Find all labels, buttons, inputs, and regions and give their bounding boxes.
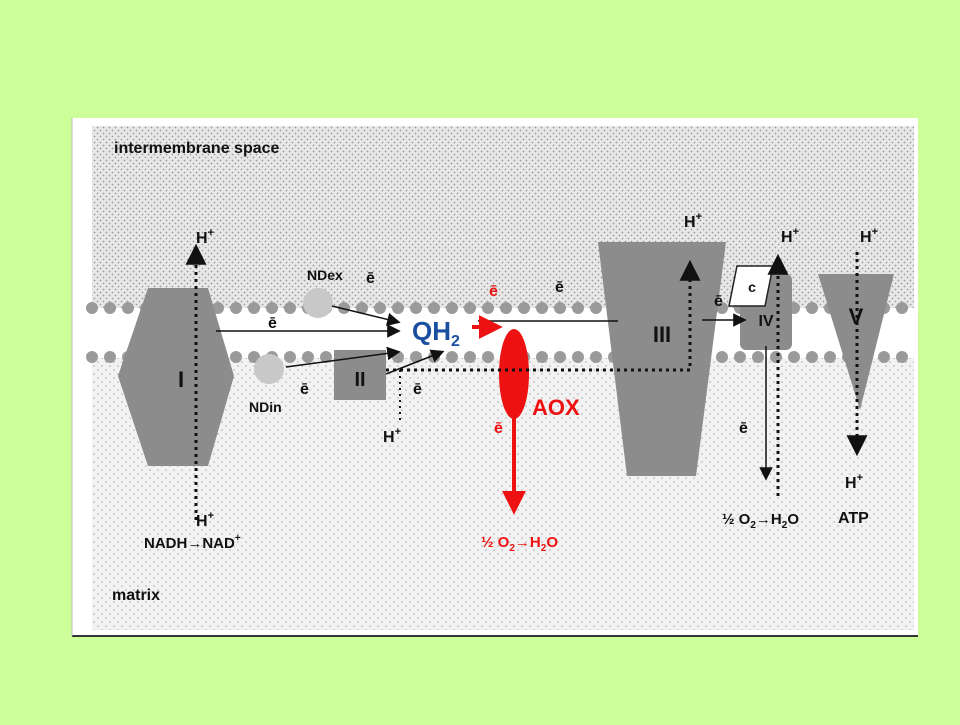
lipid-head xyxy=(536,351,548,363)
electron-label-iii-to-iv: ē xyxy=(714,293,723,310)
lipid-head xyxy=(716,351,728,363)
complex-i-shape xyxy=(118,288,234,466)
atp-label: ATP xyxy=(838,510,869,527)
lipid-head xyxy=(536,302,548,314)
q-cycle-proton-arrow xyxy=(386,259,701,372)
complex-ii-label: II xyxy=(354,369,365,391)
nadh-label: NADH→NAD+ xyxy=(144,533,241,552)
electron-label-complex-iv: ē xyxy=(739,420,748,437)
complex-v-shape xyxy=(818,274,894,410)
lipid-head xyxy=(320,351,332,363)
complex-i-label: I xyxy=(178,367,184,392)
lipid-head xyxy=(752,351,764,363)
complex-ii-shape xyxy=(334,350,386,400)
lipid-head xyxy=(428,302,440,314)
lipid-head xyxy=(896,351,908,363)
lipid-head xyxy=(302,351,314,363)
lipid-head xyxy=(446,351,458,363)
ndex-electron-arrow xyxy=(331,305,401,327)
matrix-label: matrix xyxy=(112,587,160,604)
lipid-head xyxy=(590,302,602,314)
lipid-head xyxy=(230,302,242,314)
lipid-head xyxy=(770,351,782,363)
lipid-head xyxy=(374,302,386,314)
hplus-ims-complex-v: H+ xyxy=(860,226,878,246)
ndin-label: NDin xyxy=(249,399,282,415)
cytochrome-c-label: c xyxy=(748,279,756,295)
lipid-head xyxy=(500,302,512,314)
intermembrane-space-label: intermembrane space xyxy=(114,140,280,157)
electron-label-aox: ē xyxy=(494,420,503,437)
lipid-head xyxy=(896,302,908,314)
electron-label-complex-i: ē xyxy=(268,315,277,332)
hplus-ims-complex-i: H+ xyxy=(196,227,214,247)
lipid-head xyxy=(806,302,818,314)
ndin-shape xyxy=(254,354,284,384)
lipid-head xyxy=(572,351,584,363)
lipid-head xyxy=(554,302,566,314)
complex-iv-water-equation: ½ O2→H2O xyxy=(722,511,799,531)
lipid-head xyxy=(410,351,422,363)
lipid-head xyxy=(734,351,746,363)
lipid-head xyxy=(446,302,458,314)
lipid-head xyxy=(356,302,368,314)
lipid-head xyxy=(338,302,350,314)
hplus-matrix-complex-v: H+ xyxy=(845,472,863,492)
lipid-head xyxy=(392,302,404,314)
complex-v-label: V xyxy=(849,304,864,329)
ndex-label: NDex xyxy=(307,267,343,283)
lipid-head xyxy=(86,302,98,314)
lipid-head xyxy=(212,302,224,314)
electron-label-ndex: ē xyxy=(366,270,375,287)
lipid-head xyxy=(464,351,476,363)
aox-water-equation: ½ O2→H2O xyxy=(481,534,558,554)
lipid-head xyxy=(122,302,134,314)
lipid-head xyxy=(230,351,242,363)
cytochrome-c-shape xyxy=(728,265,774,307)
lipid-head xyxy=(86,351,98,363)
lipid-head xyxy=(284,302,296,314)
hplus-ims-complex-iii: H+ xyxy=(684,211,702,231)
lipid-head xyxy=(788,351,800,363)
lipid-head xyxy=(572,302,584,314)
complex-iii-shape xyxy=(598,242,726,476)
lipid-head xyxy=(410,302,422,314)
lipid-head xyxy=(716,302,728,314)
lipid-head xyxy=(104,302,116,314)
lipid-head xyxy=(284,351,296,363)
lipid-head xyxy=(482,351,494,363)
lipid-head xyxy=(518,302,530,314)
hplus-matrix-complex-ii: H+ xyxy=(383,426,401,446)
lipid-head xyxy=(590,351,602,363)
aox-shape xyxy=(499,329,529,419)
complex-iv-label: IV xyxy=(758,313,773,330)
electron-label-ndin: ē xyxy=(300,381,309,398)
lipid-head xyxy=(104,351,116,363)
lipid-head xyxy=(878,351,890,363)
ndin-electron-arrow xyxy=(285,346,401,368)
lipid-head xyxy=(554,351,566,363)
lipid-head xyxy=(248,302,260,314)
lipid-head xyxy=(482,302,494,314)
ndex-shape xyxy=(303,288,333,318)
complex-iii-label: III xyxy=(653,322,671,347)
hplus-matrix-complex-i: H+ xyxy=(196,510,214,530)
electron-label-complex-ii: ē xyxy=(413,381,422,398)
qh2-label: QH2 xyxy=(412,316,460,350)
lipid-head xyxy=(824,351,836,363)
electron-label-complex-iii: ē xyxy=(555,279,564,296)
aox-label: AOX xyxy=(532,395,580,420)
lipid-head xyxy=(464,302,476,314)
lipid-head xyxy=(806,351,818,363)
hplus-ims-complex-iv: H+ xyxy=(781,226,799,246)
electron-label-red-upper: ē xyxy=(489,283,498,300)
lipid-head xyxy=(266,302,278,314)
